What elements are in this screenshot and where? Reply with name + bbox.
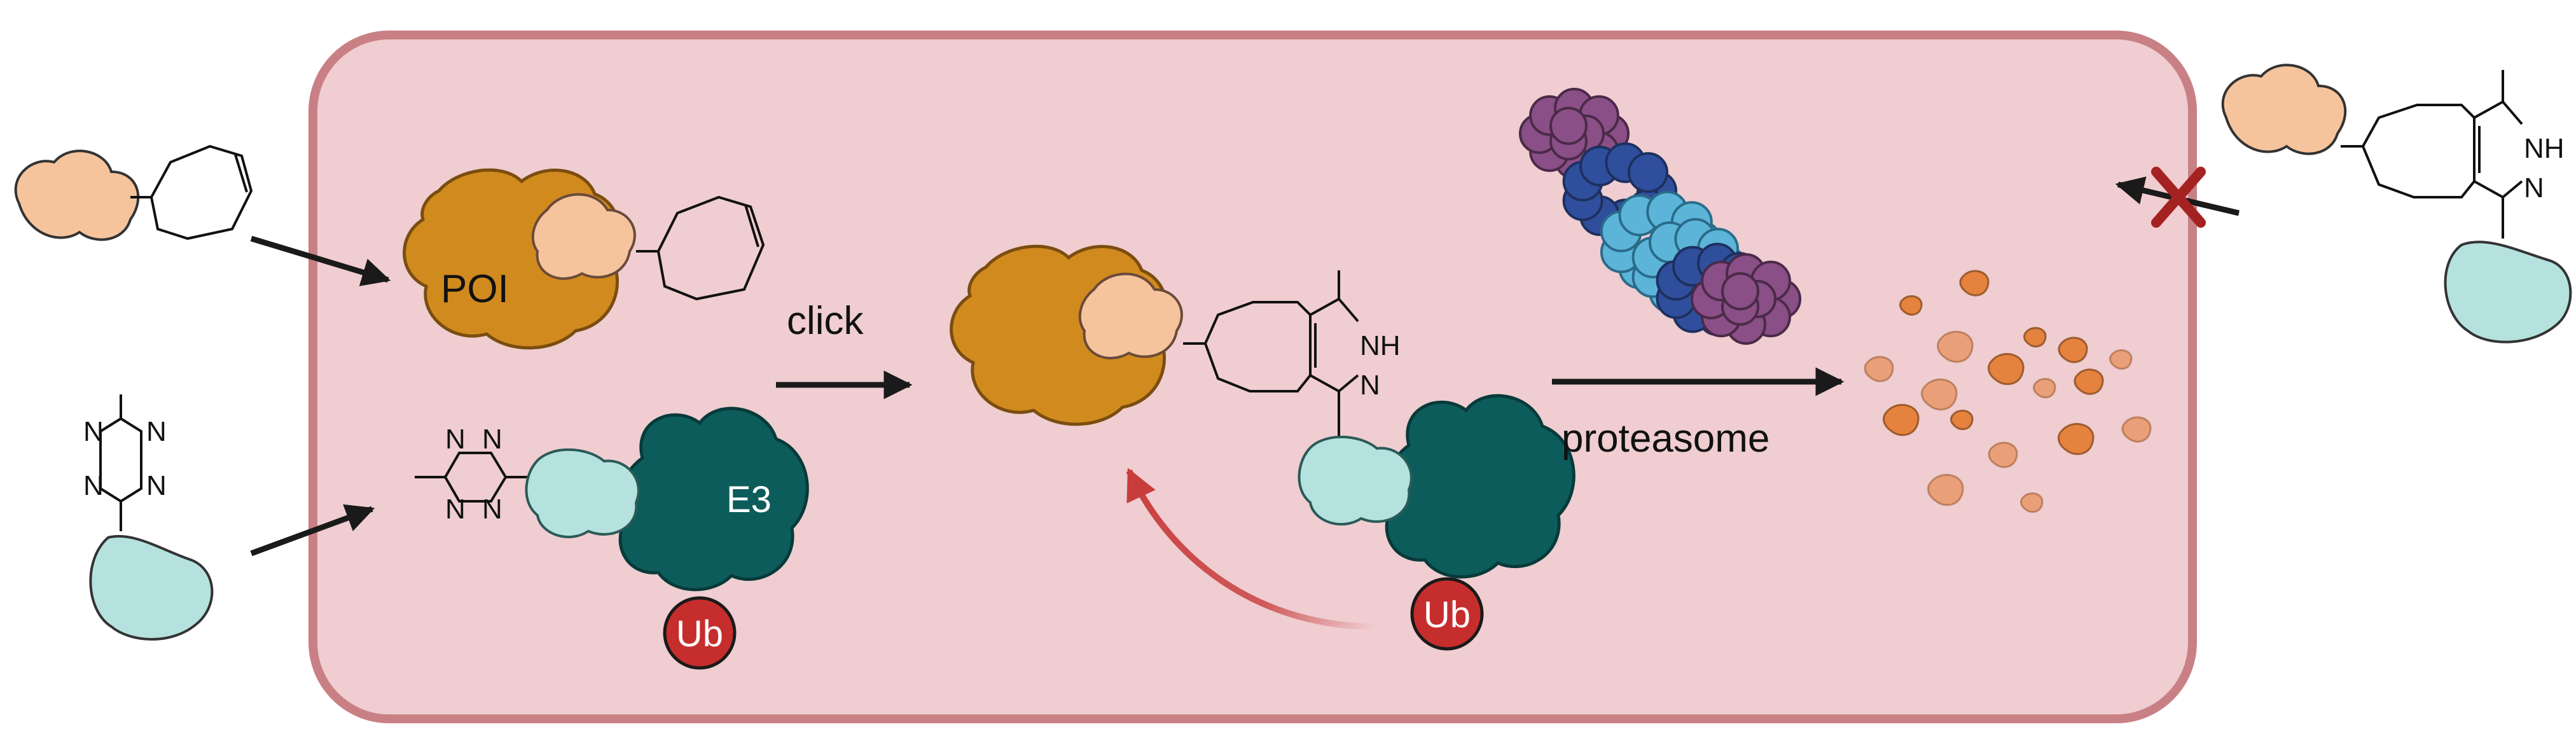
poi-label: POI — [441, 267, 509, 311]
peptide-fragment — [1864, 356, 1894, 382]
degraded-fragments — [1864, 270, 2152, 513]
e3-ligand-outside — [89, 535, 214, 641]
proteasome-subunit — [1721, 272, 1759, 310]
peptide-fragment — [1937, 330, 1974, 363]
tetrazine-structure-outside — [99, 394, 142, 531]
ub-right-label: Ub — [1423, 594, 1471, 635]
peptide-fragment — [1921, 378, 1958, 411]
peptide-fragment — [2023, 326, 2047, 348]
blocked-cross-icon — [2151, 167, 2206, 228]
poi-ligand-complex — [1078, 272, 1183, 359]
e3-ligand-complex — [1298, 435, 1413, 525]
arrow-ubiquitination — [1126, 468, 1375, 630]
tco-structure-outside — [130, 144, 253, 240]
peptide-fragment — [1927, 473, 1964, 506]
poi-ligand-outside — [14, 149, 140, 241]
tetra-n3: N — [83, 470, 104, 501]
tetra-n2: N — [146, 416, 167, 447]
peptide-fragment — [1899, 295, 1923, 316]
cell-membrane — [308, 31, 2197, 723]
peptide-fragment — [2074, 368, 2104, 395]
click-product-structure — [1183, 270, 1359, 439]
e3-protein-left — [617, 406, 809, 592]
arrow-entry-tetrazine — [250, 504, 375, 557]
e3-ligand-outside-right — [2444, 240, 2572, 344]
tco-structure-bound — [636, 195, 765, 301]
proteasome — [1519, 88, 1801, 345]
e3-label: E3 — [726, 479, 772, 520]
tetra-bound-n2: N — [482, 424, 502, 455]
complex-nh-label: NH — [1360, 330, 1401, 361]
tetra-bound-n4: N — [482, 494, 502, 525]
ub-left-label: Ub — [676, 613, 723, 655]
peptide-fragment — [2109, 349, 2133, 370]
tetrazine-structure-bound — [415, 452, 529, 503]
outside-n-label: N — [2524, 172, 2544, 204]
poi-ligand-bound — [531, 193, 636, 280]
peptide-fragment — [1988, 441, 2018, 468]
tetra-n1: N — [83, 416, 104, 447]
click-product-outside — [2341, 70, 2523, 239]
tetra-bound-n1: N — [445, 424, 466, 455]
ub-right — [1410, 577, 1484, 651]
e3-protein-complex — [1383, 394, 1575, 579]
peptide-fragment — [1949, 409, 1974, 431]
poi-ligand-outside-right — [2221, 64, 2347, 155]
peptide-fragment — [1883, 403, 1920, 436]
peptide-fragment — [2032, 377, 2056, 399]
peptide-fragment — [1988, 352, 2025, 385]
outside-nh-label: NH — [2524, 133, 2565, 164]
e3-ligand-bound-left — [525, 448, 640, 538]
peptide-fragment — [2019, 492, 2044, 513]
peptide-fragment — [2058, 422, 2095, 455]
tetra-n4: N — [146, 470, 167, 501]
click-label: click — [787, 299, 864, 343]
tetra-bound-n3: N — [445, 494, 466, 525]
arrow-entry-tco — [250, 235, 391, 286]
proteasome-subunit — [1628, 152, 1668, 193]
complex-n-label: N — [1360, 370, 1380, 401]
peptide-fragment — [1959, 270, 1990, 296]
proteasome-subunit — [1549, 106, 1588, 145]
peptide-fragment — [2058, 337, 2088, 363]
ub-left — [663, 596, 737, 670]
proteasome-label: proteasome — [1562, 417, 1769, 461]
peptide-fragment — [2121, 416, 2152, 443]
